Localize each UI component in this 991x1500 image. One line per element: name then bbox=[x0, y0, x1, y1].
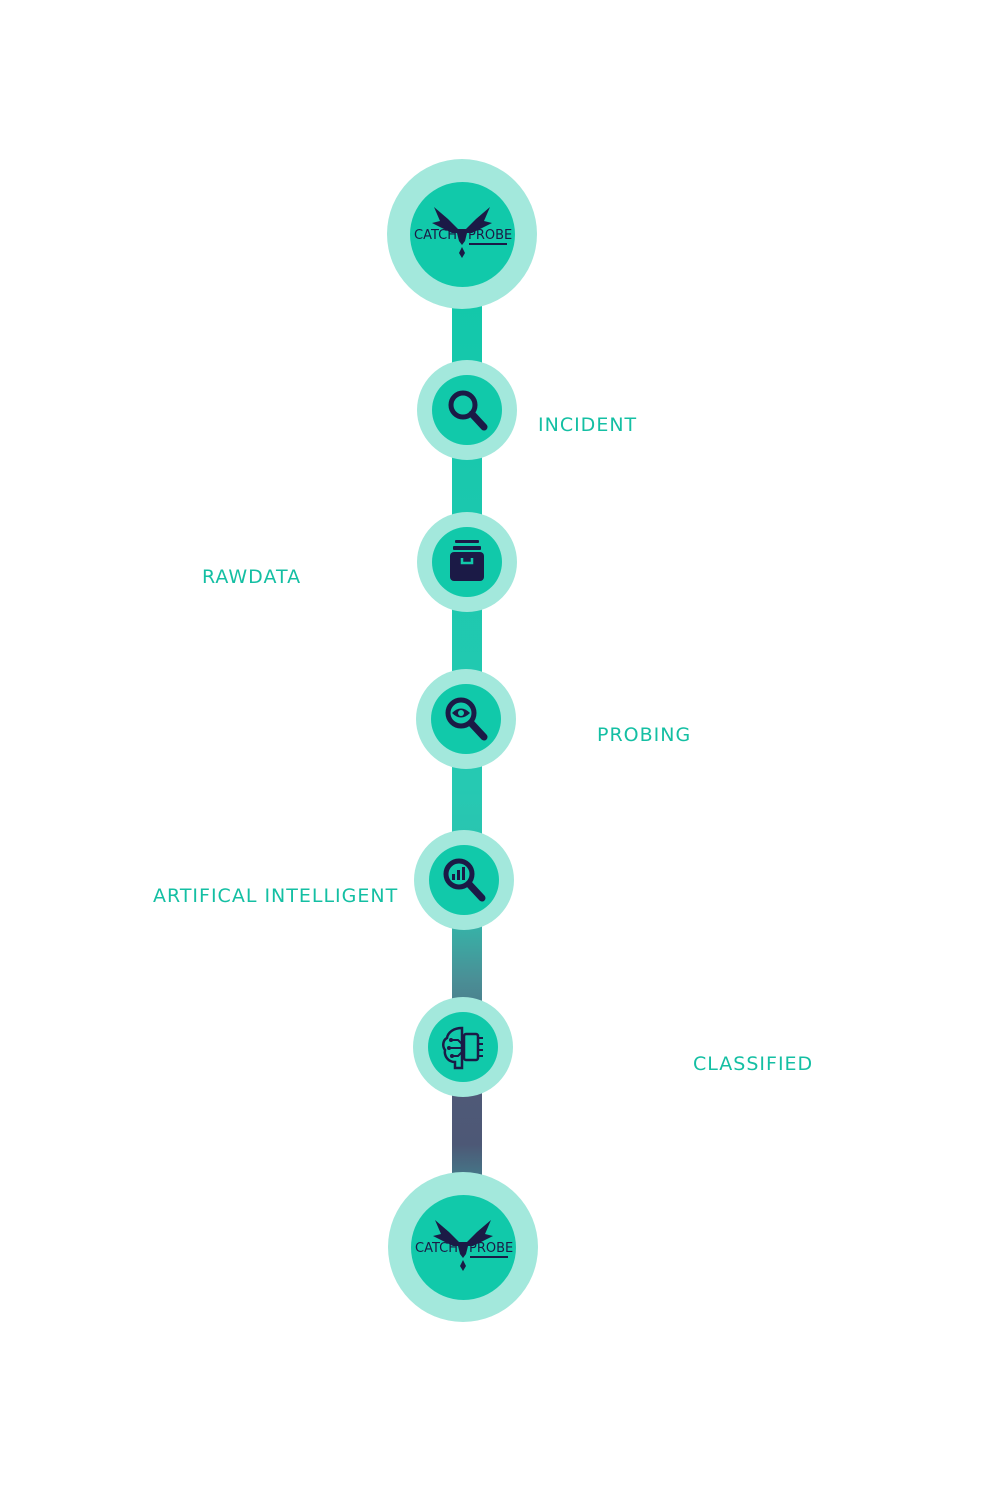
step-label-rawdata: RAWDATA bbox=[202, 566, 302, 588]
logo-node-top: CATCH PROBE bbox=[387, 159, 537, 309]
eye-search-icon bbox=[445, 697, 488, 741]
step-label-artificial-intelligent: ARTIFICAL INTELLIGENT bbox=[153, 885, 399, 907]
step-node-probing bbox=[416, 669, 516, 769]
search-icon bbox=[448, 390, 488, 431]
logo-word-left: CATCH bbox=[414, 228, 457, 243]
step-label-classified: CLASSIFIED bbox=[693, 1053, 814, 1075]
step-node-rawdata bbox=[417, 512, 517, 612]
winged-emblem-icon: CATCH PROBE bbox=[415, 1220, 513, 1271]
step-label-incident: INCIDENT bbox=[538, 414, 638, 436]
step-node-incident bbox=[417, 360, 517, 460]
logo-word-left: CATCH bbox=[415, 1241, 458, 1256]
archive-box-icon bbox=[450, 540, 484, 581]
logo-word-right: PROBE bbox=[469, 1241, 513, 1256]
analytics-search-icon bbox=[443, 858, 486, 902]
ai-brain-chip-icon bbox=[442, 1026, 483, 1070]
step-node-classified bbox=[413, 997, 513, 1097]
step-label-probing: PROBING bbox=[597, 724, 692, 746]
logo-node-bottom: CATCH PROBE bbox=[388, 1172, 538, 1322]
step-node-artificial-intelligent bbox=[414, 830, 514, 930]
logo-word-right: PROBE bbox=[468, 228, 512, 243]
winged-emblem-icon: CATCH PROBE bbox=[414, 207, 512, 258]
